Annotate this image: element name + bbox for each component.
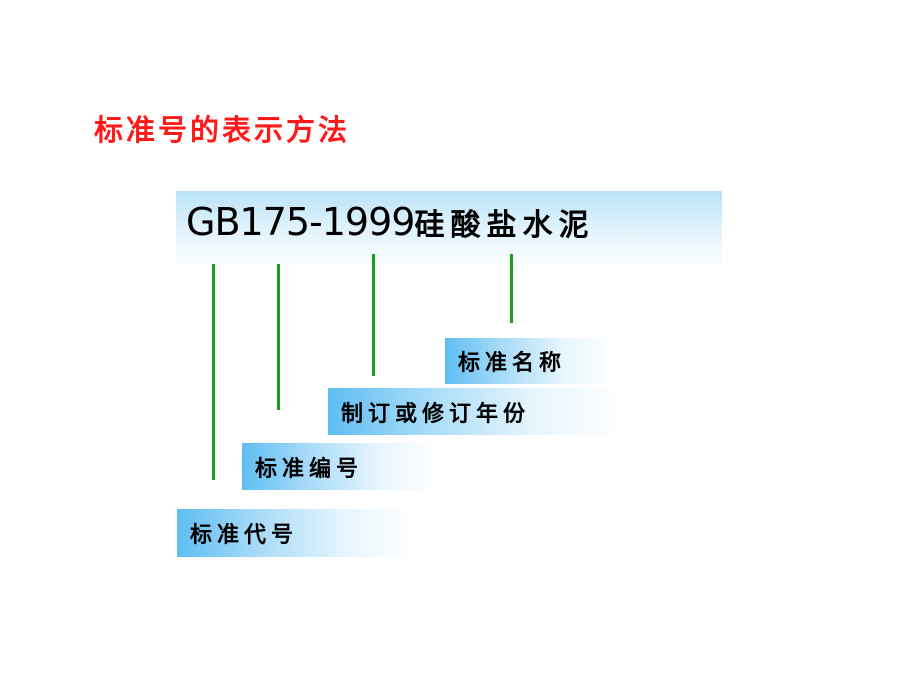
- label-standard-name: 标准名称: [458, 350, 567, 376]
- standard-name: 硅酸盐水泥: [414, 208, 595, 243]
- label-box-year: 制订或修订年份: [328, 388, 620, 435]
- label-standard-number: 标准编号: [255, 455, 364, 482]
- label-box-number: 标准编号: [242, 443, 437, 490]
- standard-code: GB175-1999: [186, 200, 415, 244]
- slide-title: 标准号的表示方法: [94, 113, 351, 147]
- connector-line-number: [277, 264, 280, 410]
- connector-line-code: [212, 264, 215, 480]
- standard-code-line: GB175-1999硅酸盐水泥: [186, 199, 594, 253]
- standard-code-box: GB175-1999硅酸盐水泥: [176, 191, 722, 270]
- label-box-name: 标准名称: [445, 338, 613, 384]
- label-standard-code: 标准代号: [190, 522, 299, 548]
- label-box-code: 标准代号: [177, 509, 415, 557]
- connector-line-year: [372, 254, 375, 376]
- connector-line-name: [510, 254, 513, 323]
- label-revision-year: 制订或修订年份: [341, 400, 531, 427]
